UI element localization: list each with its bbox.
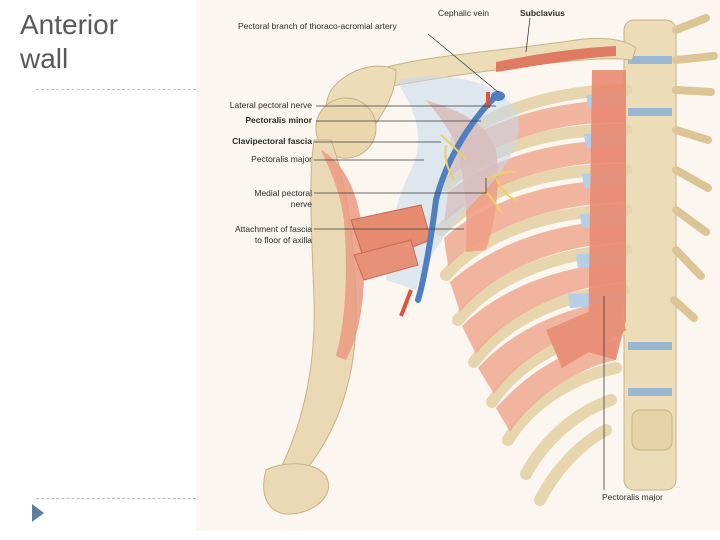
biceps-muscle bbox=[321, 150, 365, 360]
pectoralis-major-reflected-lower bbox=[353, 239, 419, 281]
leader-lines bbox=[314, 17, 605, 490]
footer-divider bbox=[36, 498, 196, 499]
title-divider bbox=[36, 89, 196, 90]
label-attachment-1: Attachment of fascia bbox=[234, 224, 312, 234]
label-medial-pectoral-nerve-1: Medial pectoral bbox=[254, 188, 312, 198]
label-pectoral-branch: Pectoral branch of thoraco-acromial arte… bbox=[238, 21, 397, 31]
slide-title: Anterior wall bbox=[20, 8, 118, 76]
bullet-arrow-icon bbox=[32, 504, 44, 522]
label-clavipectoral-fascia: Clavipectoral fascia bbox=[232, 136, 312, 146]
vertebral-column bbox=[623, 14, 718, 491]
label-attachment-2: to floor of axilla bbox=[254, 235, 312, 245]
cephalic-vein-termination bbox=[491, 91, 505, 101]
label-cephalic-vein: Cephalic vein bbox=[438, 8, 490, 18]
slide-title-line-1: Anterior bbox=[20, 9, 119, 40]
axillary-artery bbox=[399, 289, 413, 317]
label-subclavius: Subclavius bbox=[520, 8, 565, 18]
label-pectoralis-major-bottom: Pectoralis major bbox=[602, 492, 663, 502]
label-pectoralis-minor: Pectoralis minor bbox=[245, 115, 312, 125]
pectoralis-major-sternal-edge bbox=[588, 70, 626, 360]
subclavius-muscle bbox=[496, 46, 616, 72]
humerus-distal-end bbox=[263, 463, 330, 515]
pectoralis-major-lower-fragment bbox=[546, 300, 626, 368]
label-lateral-pectoral-nerve: Lateral pectoral nerve bbox=[229, 100, 312, 110]
anatomy-illustration: Cephalic vein Subclavius Pectoral branch… bbox=[196, 0, 720, 531]
slide-title-line-2: wall bbox=[20, 43, 69, 74]
label-medial-pectoral-nerve-2: nerve bbox=[290, 199, 312, 209]
anatomy-drawing bbox=[196, 0, 720, 531]
label-pectoralis-major-top: Pectoralis major bbox=[251, 154, 312, 164]
